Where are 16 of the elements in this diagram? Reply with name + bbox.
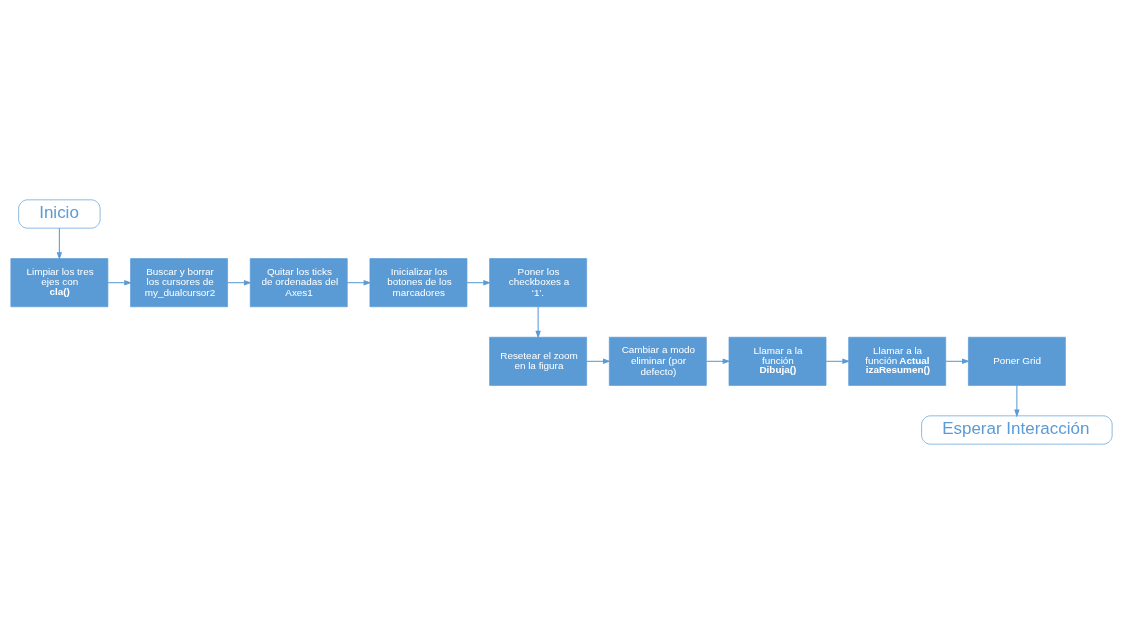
node-box: Poner Grid xyxy=(968,336,1066,386)
arrow xyxy=(535,306,541,339)
node-box: Llamar a la función Dibuja() xyxy=(728,336,827,386)
node-box: Buscar y borrar los cursores de my_dualcursor2 xyxy=(130,258,228,308)
node-box: Cambiar a modo eliminar (por defecto) xyxy=(608,336,707,386)
node-box: Inicio xyxy=(18,199,101,229)
node-box: Resetear el zoom en la figura xyxy=(489,336,587,386)
arrow xyxy=(1014,385,1020,418)
node-box: Poner los checkboxes a ‘1'. xyxy=(489,258,587,308)
node-box: Quitar los ticks de ordenadas del Axes1 xyxy=(249,258,348,308)
node-box: Esperar Interacción xyxy=(921,415,1113,445)
arrow xyxy=(705,358,731,365)
node-box: Llamar a la función ActualizaResumen() xyxy=(848,336,947,386)
arrow xyxy=(56,227,63,261)
node-box: Limpiar los tres ejes con cla() xyxy=(10,258,109,308)
node-box: Inicializar los botones de los marcadores xyxy=(369,258,468,308)
